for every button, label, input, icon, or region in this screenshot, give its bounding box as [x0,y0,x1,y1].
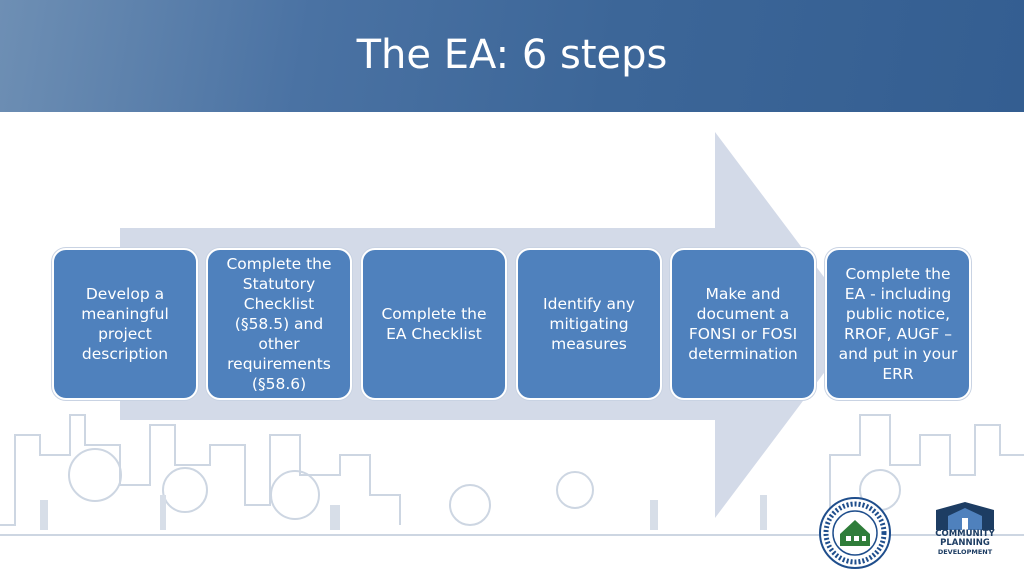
cpd-building-icon [936,502,994,530]
step-6-box: Complete the EA - including public notic… [825,248,971,400]
community-planning-development-logo: COMMUNITY PLANNING DEVELOPMENT [918,500,1012,570]
cpd-line-2: PLANNING [940,538,990,548]
step-1-box: Develop a meaningful project description [52,248,198,400]
step-3-label: Complete the EA Checklist [381,305,487,343]
hud-seal-icon [819,497,891,569]
step-3-box: Complete the EA Checklist [361,248,507,400]
step-4-box: Identify any mitigating measures [516,248,662,400]
step-5-label: Make and document a FONSI or FOSI determ… [688,285,798,363]
step-1-label: Develop a meaningful project description [81,285,169,363]
step-5-box: Make and document a FONSI or FOSI determ… [670,248,816,400]
step-4-label: Identify any mitigating measures [543,295,635,353]
city-skyline-background [0,414,1024,536]
step-6-label: Complete the EA - including public notic… [838,265,958,383]
step-2-label: Complete the Statutory Checklist (§58.5)… [226,255,332,393]
slide-title: The EA: 6 steps [356,32,668,78]
cpd-line-3: DEVELOPMENT [937,548,993,556]
cpd-line-1: COMMUNITY [935,529,995,539]
step-2-box: Complete the Statutory Checklist (§58.5)… [206,248,352,400]
title-banner: The EA: 6 steps [0,0,1024,112]
